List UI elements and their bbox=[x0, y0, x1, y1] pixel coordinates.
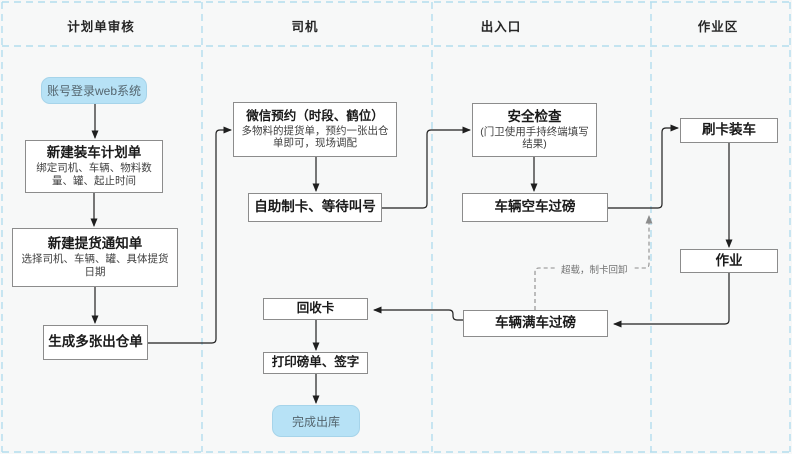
arrow-outbound-orders-to-wechat bbox=[148, 126, 232, 344]
arrow-full-weigh-to-recycle-card bbox=[373, 306, 463, 321]
node-safety-check: 安全检查 (门卫使用手持终端填写结果) bbox=[472, 103, 597, 157]
node-title: 完成出库 bbox=[291, 414, 340, 429]
node-swipe-card-load: 刷卡装车 bbox=[680, 118, 778, 143]
node-create-delivery-notice: 新建提货通知单 选择司机、车辆、罐、具体提货日期 bbox=[12, 228, 178, 287]
node-account-login: 账号登录web系统 bbox=[41, 77, 147, 104]
arrow-self-card-to-safety-check bbox=[382, 126, 471, 209]
lane-title-gate: 出入口 bbox=[480, 20, 522, 34]
node-create-loading-plan: 新建装车计划单 绑定司机、车辆、物料数量、罐、起止时间 bbox=[25, 140, 163, 193]
node-title: 车辆满车过磅 bbox=[495, 315, 576, 331]
node-title: 刷卡装车 bbox=[702, 122, 756, 138]
node-title: 生成多张出仓单 bbox=[48, 334, 143, 350]
node-subtitle: 绑定司机、车辆、物料数量、罐、起止时间 bbox=[36, 162, 152, 187]
node-title: 自助制卡、等待叫号 bbox=[254, 199, 376, 215]
node-title: 新建提货通知单 bbox=[47, 236, 143, 252]
node-title: 安全检查 bbox=[507, 108, 562, 124]
node-generate-outbound-orders: 生成多张出仓单 bbox=[43, 325, 148, 360]
node-empty-truck-weigh: 车辆空车过磅 bbox=[462, 193, 608, 222]
node-full-truck-weigh: 车辆满车过磅 bbox=[463, 310, 608, 337]
node-title: 作业 bbox=[715, 252, 743, 268]
node-subtitle: (门卫使用手持终端填写结果) bbox=[480, 125, 589, 151]
node-operation: 作业 bbox=[680, 249, 778, 273]
node-complete-outbound: 完成出库 bbox=[272, 405, 360, 437]
node-title: 车辆空车过磅 bbox=[494, 199, 576, 215]
node-title: 打印磅单、签字 bbox=[271, 355, 360, 370]
node-subtitle: 多物料的提货单，预约一张出仓单即可，现场调配 bbox=[241, 124, 389, 150]
node-subtitle: 选择司机、车辆、罐、具体提货日期 bbox=[21, 253, 169, 278]
node-self-service-card: 自助制卡、等待叫号 bbox=[248, 193, 382, 222]
node-print-weigh-slip: 打印磅单、签字 bbox=[263, 352, 368, 374]
arrow-overload-dashed bbox=[534, 215, 653, 310]
node-title: 微信预约（时段、鹤位） bbox=[246, 109, 384, 124]
overload-annotation: 超载，制卡回卸 bbox=[557, 262, 632, 276]
arrow-empty-weigh-to-swipe-load bbox=[608, 124, 679, 209]
lane-title-work-area: 作业区 bbox=[697, 20, 739, 34]
lane-title-plan-review: 计划单审核 bbox=[67, 20, 135, 34]
node-title: 账号登录web系统 bbox=[46, 84, 141, 98]
node-title: 新建装车计划单 bbox=[46, 145, 142, 161]
node-wechat-reservation: 微信预约（时段、鹤位） 多物料的提货单，预约一张出仓单即可，现场调配 bbox=[233, 102, 397, 157]
lane-title-driver: 司机 bbox=[291, 20, 319, 34]
node-title: 回收卡 bbox=[296, 301, 335, 316]
arrow-operation-to-full-weigh bbox=[613, 273, 730, 328]
node-recycle-card: 回收卡 bbox=[263, 298, 368, 320]
